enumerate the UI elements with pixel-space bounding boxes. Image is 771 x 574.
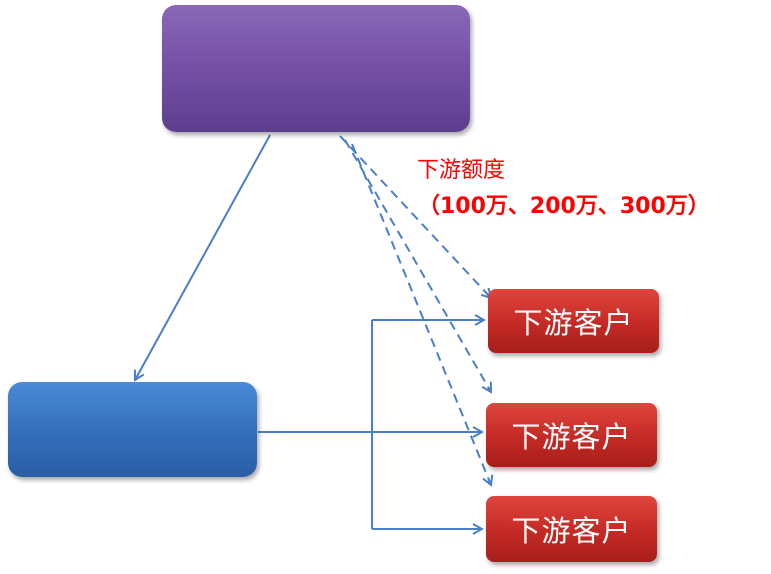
dashed-arrow-customer-2 [344,139,491,392]
dashed-arrow-customer-1 [339,135,491,298]
dashed-arrow-customer-3 [351,143,491,485]
left-entity-box [8,382,257,477]
purple-to-blue-arrow [135,134,271,380]
downstream-customer-box-3: 下游客户 [486,496,657,562]
credit-limit-label: 下游额度 [417,158,506,183]
top-entity-box [162,5,470,132]
downstream-customer-box-1: 下游客户 [488,289,659,353]
downstream-customer-box-2: 下游客户 [486,403,657,467]
credit-amounts-label: （100万、200万、300万） [418,194,710,219]
